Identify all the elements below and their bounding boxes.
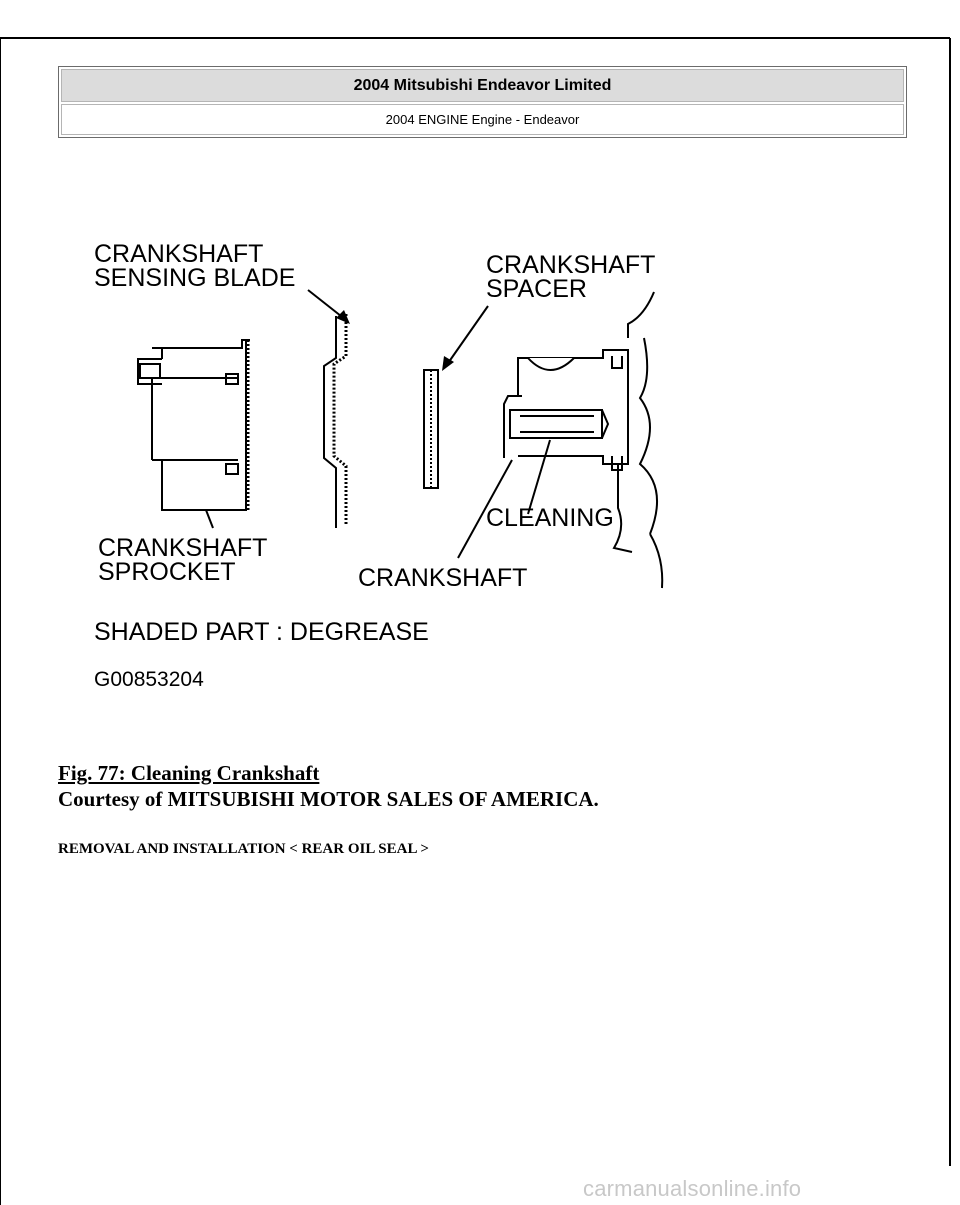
label-sensing-blade-line1: CRANKSHAFT: [94, 240, 263, 268]
label-crankshaft: CRANKSHAFT: [358, 564, 527, 592]
arrow-sensing-blade: [307, 289, 350, 324]
figure-caption: Fig. 77: Cleaning Crankshaft Courtesy of…: [58, 760, 599, 812]
right-border-line: [949, 38, 951, 1166]
watermark: carmanualsonline.info: [583, 1176, 802, 1201]
label-figure-code: G00853204: [94, 668, 204, 691]
top-border-line: [0, 37, 950, 39]
figure-diagram: CRANKSHAFT SENSING BLADE CRANKSHAFT SPAC…: [94, 240, 664, 691]
left-border-line: [0, 38, 1, 1205]
document-header: 2004 Mitsubishi Endeavor Limited 2004 EN…: [58, 66, 907, 138]
label-spacer-line2: SPACER: [486, 275, 587, 303]
label-spacer-line1: CRANKSHAFT: [486, 251, 655, 279]
sprocket-drawing: [137, 339, 250, 529]
label-cleaning: CLEANING: [486, 504, 614, 532]
vehicle-title: 2004 Mitsubishi Endeavor Limited: [61, 69, 904, 102]
label-sprocket-line1: CRANKSHAFT: [98, 534, 267, 562]
figure-courtesy: Courtesy of MITSUBISHI MOTOR SALES OF AM…: [58, 787, 599, 811]
label-shaded-note: SHADED PART : DEGREASE: [94, 618, 429, 646]
label-sprocket-line2: SPROCKET: [98, 558, 236, 586]
section-subtitle: 2004 ENGINE Engine - Endeavor: [61, 104, 904, 135]
crankshaft-cleaning-figure: CRANKSHAFT SENSING BLADE CRANKSHAFT SPAC…: [88, 228, 708, 698]
arrow-spacer: [442, 305, 489, 371]
sensing-blade-drawing: [323, 314, 348, 528]
section-heading: REMOVAL AND INSTALLATION < REAR OIL SEAL…: [58, 841, 429, 857]
figure-title: Fig. 77: Cleaning Crankshaft: [58, 761, 320, 785]
label-sensing-blade-line2: SENSING BLADE: [94, 264, 295, 292]
spacer-drawing: [423, 369, 439, 489]
crankshaft-drawing: [457, 291, 664, 589]
